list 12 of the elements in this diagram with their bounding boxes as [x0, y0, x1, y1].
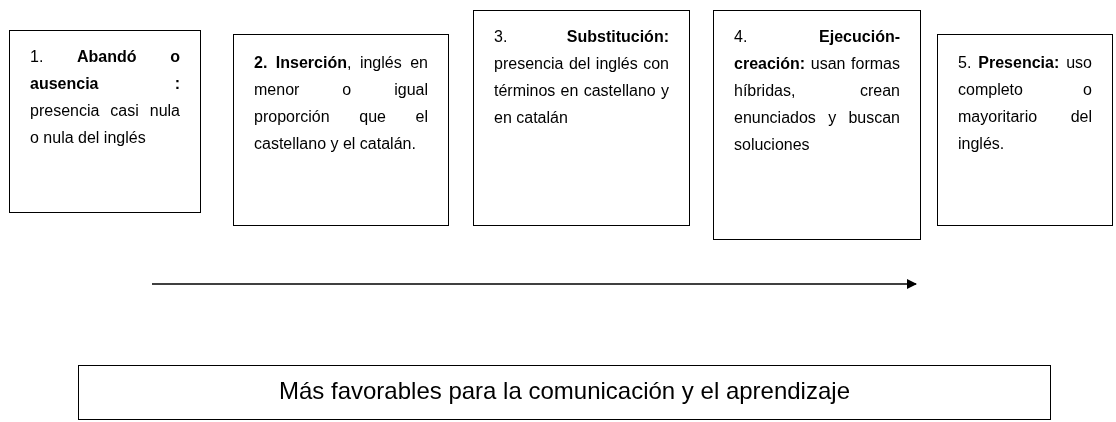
stage-description: 1. Abandó o ausencia : presencia casi nula o nula del inglés — [30, 47, 180, 148]
summary-box — [78, 365, 1051, 420]
stage-description: 5. Presencia: uso completo o mayoritario del inglés. — [958, 53, 1092, 154]
stage-description: 3. Substitución: presencia del inglés con términos en castellano y en catalán — [494, 27, 669, 128]
stage-box — [9, 30, 201, 213]
stage-description: 2. Inserción, inglés en menor o igual proporción que el castellano y el catalán. — [254, 53, 428, 154]
stage-box — [233, 34, 449, 226]
stage-box — [713, 10, 921, 240]
summary-text: Más favorables para la comunicación y el aprendizaje — [278, 376, 851, 406]
stage-description: 4. Ejecución-creación: usan formas híbridas, crean enunciados y buscan soluciones — [734, 27, 900, 155]
stage-box — [473, 10, 690, 226]
stage-box — [937, 34, 1113, 226]
